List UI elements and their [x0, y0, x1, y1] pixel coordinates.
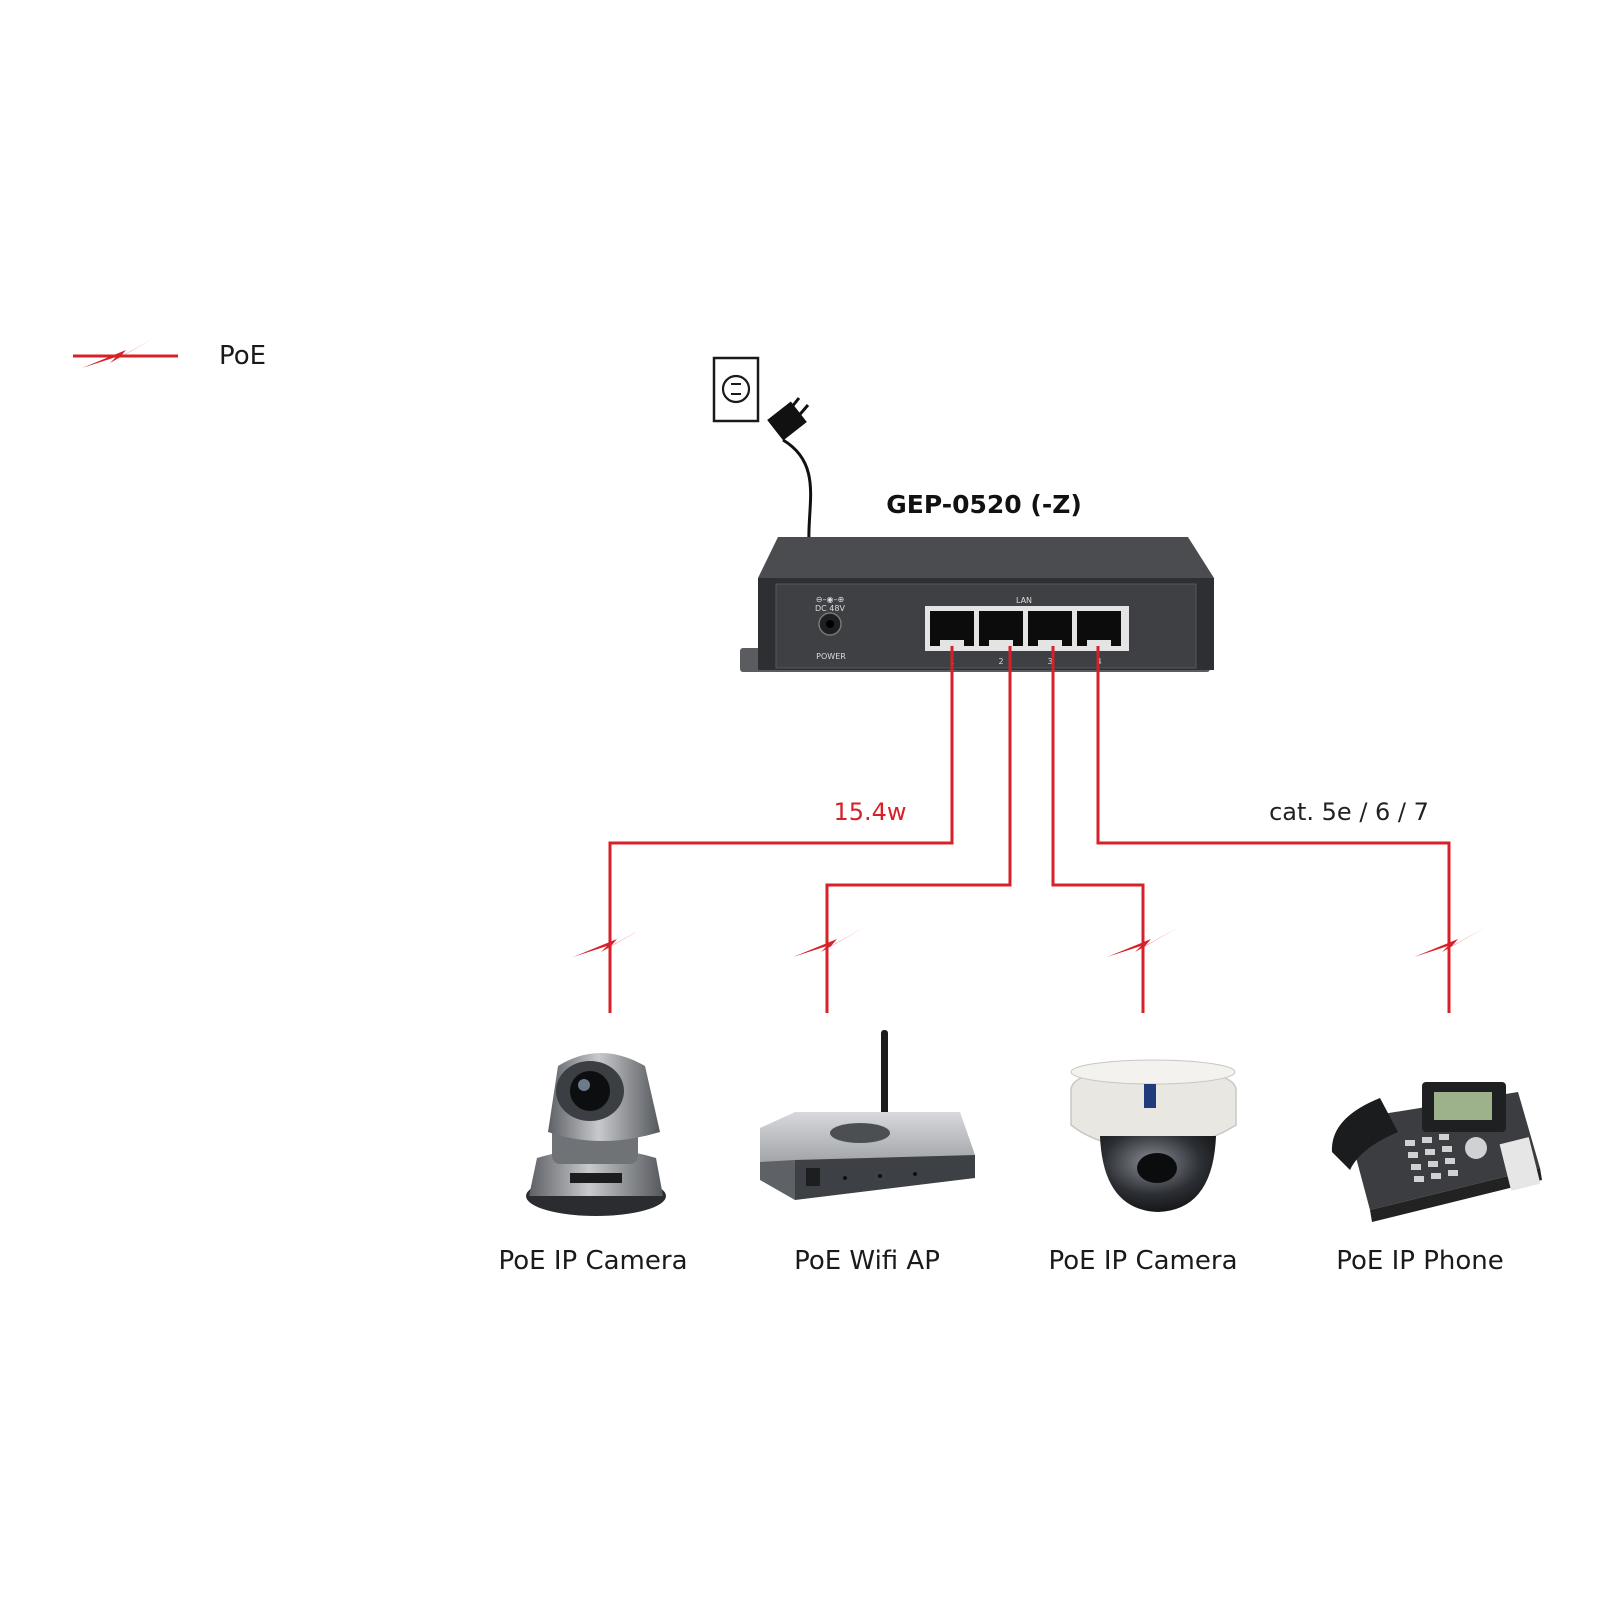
dome-camera-icon	[1070, 1059, 1237, 1212]
cable-annotation: cat. 5e / 6 / 7	[1269, 798, 1429, 826]
device-label-3: PoE IP Camera	[1049, 1246, 1238, 1276]
svg-text:⊖–◉–⊕: ⊖–◉–⊕	[816, 595, 844, 604]
cable-4	[1096, 646, 1451, 1013]
lan-port-3[interactable]	[1028, 611, 1072, 646]
cable-2	[825, 646, 1012, 1013]
wall-outlet-icon	[712, 356, 760, 423]
ip-phone-icon	[1331, 1082, 1542, 1222]
device-label-1: PoE IP Camera	[499, 1246, 688, 1276]
device-label-2: PoE Wifi AP	[794, 1246, 940, 1276]
wifi-access-point-icon	[760, 1030, 975, 1200]
power-label: POWER	[816, 652, 846, 661]
lan-port-1[interactable]	[930, 611, 974, 646]
brand-logo-icon	[1144, 1084, 1156, 1108]
poe-lightning-icon	[793, 927, 865, 957]
port-number-2: 2	[998, 657, 1003, 666]
device-label-4: PoE IP Phone	[1336, 1246, 1504, 1276]
power-annotation: 15.4w	[833, 798, 906, 826]
legend-label: PoE	[219, 341, 266, 371]
switch-model-title: GEP-0520 (-Z)	[886, 490, 1082, 519]
lan-port-4[interactable]	[1077, 611, 1121, 646]
legend: PoE	[73, 338, 266, 371]
cable-1	[608, 646, 954, 1013]
poe-lightning-icon	[82, 338, 154, 368]
poe-cables	[608, 646, 1451, 1013]
poe-switch: ⊖–◉–⊕ DC 48V POWER LAN 1 2 3 4	[740, 537, 1214, 672]
cable-3	[1051, 646, 1145, 1013]
port-number-3: 3	[1047, 657, 1052, 666]
dc-label: DC 48V	[815, 604, 845, 613]
ptz-camera-icon	[526, 1053, 666, 1216]
lan-port-2[interactable]	[979, 611, 1023, 646]
lan-label: LAN	[1016, 596, 1032, 605]
